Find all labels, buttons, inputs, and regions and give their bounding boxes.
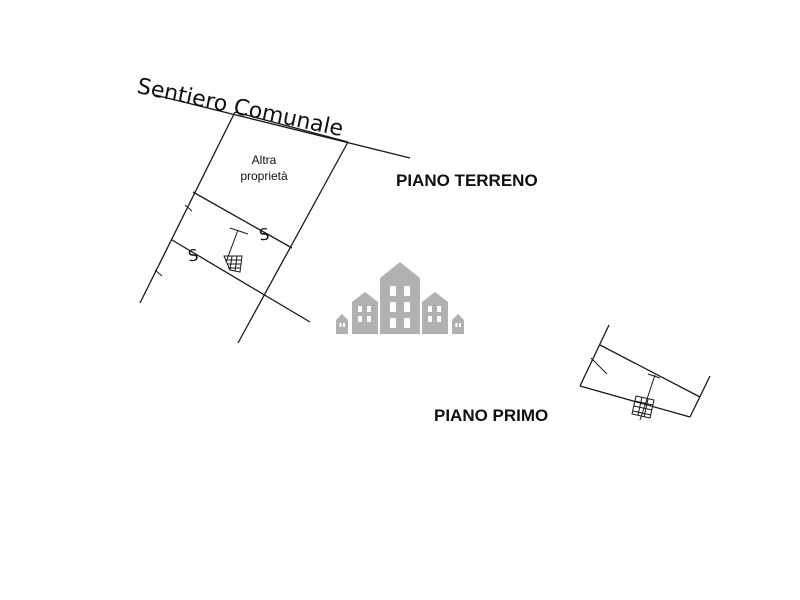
other-property-line1: Altra [251,153,277,167]
wall-partition-upper [192,191,293,249]
street-boundary-line [154,94,411,159]
wall-top [599,344,701,398]
wall-right [237,141,349,344]
wall-tick [184,204,193,212]
ground-floor-heading: PIANO TERRENO [396,171,538,190]
wall-partition-lower [171,239,311,323]
buildings-logo-icon [336,262,464,334]
other-property-line2: proprietà [240,169,288,183]
stair-line [229,227,249,235]
first-floor-plan [579,324,711,421]
ground-floor-plan [139,111,349,344]
stair-hatch [631,395,655,419]
wall-top [234,111,349,143]
stair-line [647,373,661,379]
other-property-label: Altra proprietà [224,152,304,184]
first-floor-heading: PIANO PRIMO [434,406,549,425]
stair-line [225,229,239,263]
wall-left [579,324,610,387]
stair-line [639,374,656,421]
stair-hatch [223,255,243,273]
wall-tick [590,357,608,375]
wall-right [689,375,711,418]
wall-tick [154,269,163,277]
